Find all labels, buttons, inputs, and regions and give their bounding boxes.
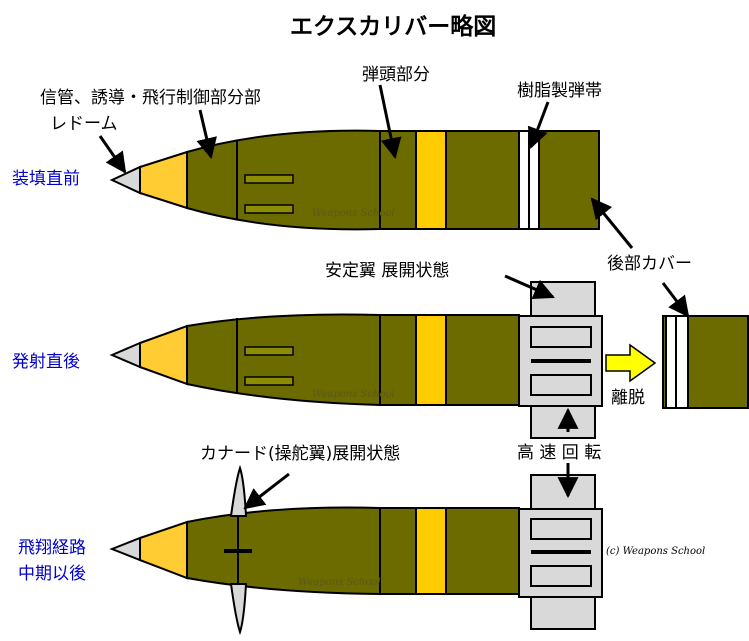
canard-slot	[244, 346, 294, 356]
stage-label-flight-2: 中期以後	[18, 564, 86, 584]
radome-tip	[109, 341, 141, 369]
label-rear-cover: 後部カバー	[607, 254, 692, 274]
shell-fired	[109, 281, 603, 439]
watermark: Weapons School	[312, 389, 395, 400]
warhead-section	[379, 130, 520, 230]
stage-label-flight-1: 飛翔経路	[18, 538, 86, 558]
canard-top	[229, 464, 248, 517]
fuze-nose	[139, 150, 188, 210]
yellow-band	[415, 130, 447, 230]
label-canard-deployed: カナード(操舵翼)展開状態	[200, 444, 400, 464]
yellow-band	[415, 314, 447, 406]
label-radome: レドーム	[50, 114, 118, 134]
canard-slot	[244, 204, 294, 214]
canard-slot	[244, 174, 294, 184]
fuze-nose	[139, 520, 188, 580]
warhead-section	[379, 507, 520, 595]
separation-arrow	[605, 343, 657, 383]
label-fuze-guidance: 信管、誘導・飛行制御部分部	[40, 88, 261, 108]
diagram-title: エクスカリバー略図	[290, 13, 496, 40]
watermark-corner: (c) Weapons School	[606, 546, 705, 557]
radome-tip	[109, 536, 141, 562]
label-warhead: 弾頭部分	[362, 65, 430, 85]
watermark: Weapons School	[312, 208, 395, 219]
label-rotating-band: 樹脂製弾帯	[517, 81, 602, 101]
fuze-nose	[139, 324, 188, 386]
stage-label-fired: 発射直後	[12, 352, 80, 372]
canard-slot	[244, 376, 294, 386]
stage-label-loaded: 装填直前	[12, 169, 80, 189]
fin-bottom	[530, 596, 596, 630]
rear-cover-detached	[662, 315, 749, 409]
canard-bottom	[229, 583, 248, 636]
yellow-band	[415, 507, 447, 595]
warhead-section	[379, 314, 520, 406]
label-separation: 離脱	[611, 388, 645, 408]
fin-bottom	[530, 405, 596, 439]
watermark: Weapons School	[298, 577, 381, 588]
leader-lines	[98, 84, 690, 510]
label-high-spin: 高 速 回 転	[517, 443, 601, 463]
label-fins-deployed: 安定翼 展開状態	[325, 261, 449, 281]
shell-flight	[109, 464, 603, 636]
fin-top	[530, 281, 596, 317]
fin-top	[530, 474, 596, 510]
